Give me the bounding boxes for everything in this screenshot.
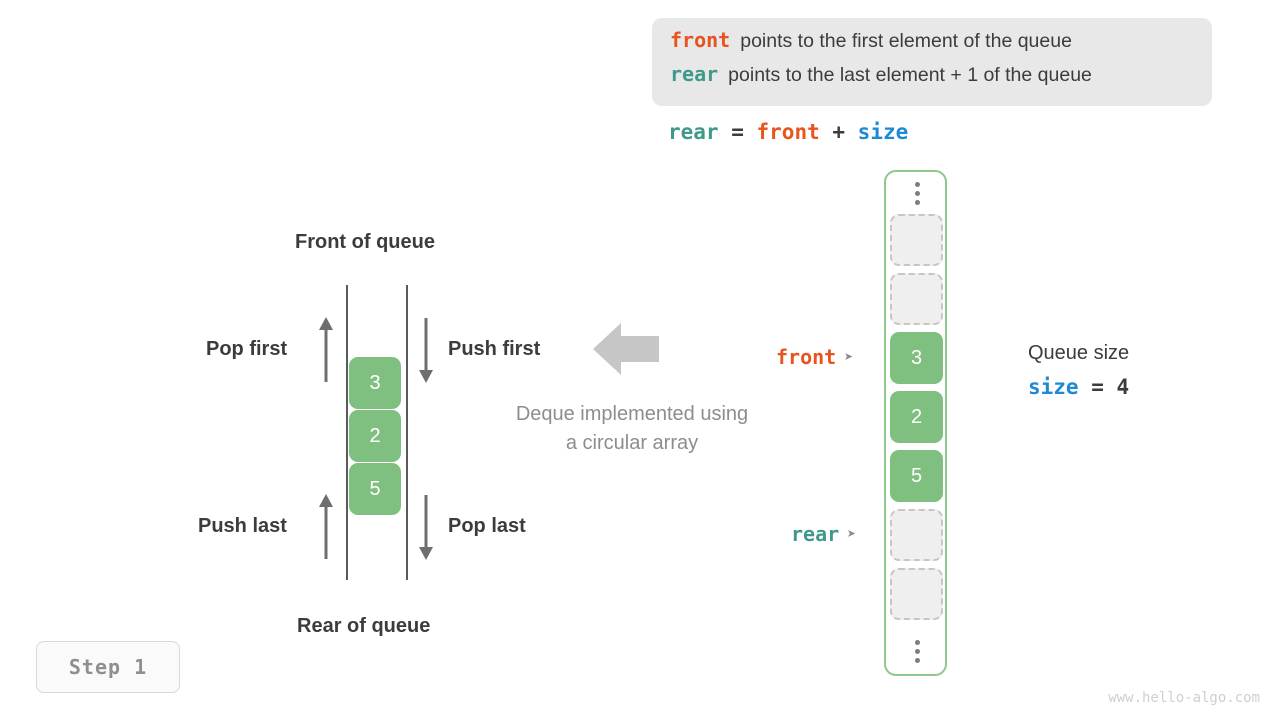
watermark: www.hello-algo.com [1108, 690, 1260, 706]
queue-size-assign: = [1078, 375, 1117, 399]
deque-rail-right [406, 285, 408, 580]
formula-lhs: rear [668, 120, 719, 144]
pointer-front-label: front [776, 345, 837, 369]
formula-plus: + [819, 120, 858, 144]
array-cell-3-value: 2 [910, 405, 923, 428]
formula-equals: = [718, 120, 757, 144]
array-cell-3: 2 [890, 391, 943, 443]
arrow-down-icon-pop-last [419, 495, 433, 560]
op-label-pop-last: Pop last [448, 515, 526, 537]
step-badge: Step 1 [36, 641, 180, 693]
legend-keyword-rear: rear [670, 62, 719, 86]
formula-rear-equals-front-plus-size: rear = front + size [668, 120, 908, 144]
legend-row-front: front points to the first element of the… [670, 28, 1194, 62]
deque-cell-2-value: 5 [369, 477, 381, 500]
op-label-pop-first: Pop first [206, 338, 288, 360]
array-cell-6 [890, 568, 943, 620]
queue-size-title: Queue size [1028, 342, 1130, 364]
array-cell-1 [890, 273, 943, 325]
bottom-ellipsis-icon [886, 630, 949, 672]
center-caption: Deque implemented using a circular array [476, 400, 788, 458]
legend-text-rear: points to the last element + 1 of the qu… [728, 64, 1092, 86]
legend-keyword-front: front [670, 28, 731, 52]
deque-cell-1: 2 [349, 410, 401, 462]
deque-rear-label: Rear of queue [297, 615, 431, 637]
center-caption-line1: Deque implemented using [515, 403, 749, 425]
formula-rhs-size: size [857, 120, 909, 144]
array-cell-5 [890, 509, 943, 561]
arrow-right-icon: ➤ [847, 524, 857, 543]
pointer-front: front ➤ [776, 345, 853, 369]
array-cell-2-value: 3 [910, 346, 923, 369]
deque-rail-left [346, 285, 348, 580]
array-cell-0 [890, 214, 943, 266]
pointer-rear: rear ➤ [791, 522, 856, 546]
arrow-down-icon-push-first [419, 318, 433, 383]
circular-array-column: 3 2 5 [884, 170, 947, 676]
deque-cell-0-value: 3 [369, 371, 381, 394]
deque-cell-1-value: 2 [369, 424, 381, 447]
deque-front-label: Front of queue [295, 231, 435, 253]
top-ellipsis-icon [886, 172, 949, 214]
array-cell-4-value: 5 [910, 464, 923, 487]
arrow-right-icon: ➤ [844, 347, 854, 366]
queue-size-number: 4 [1116, 375, 1130, 399]
queue-size-block: Queue size size = 4 [1028, 342, 1129, 399]
arrow-up-icon-push-last [319, 494, 333, 559]
array-cell-4: 5 [890, 450, 943, 502]
step-badge-label: Step 1 [68, 655, 148, 679]
queue-size-value-row: size = 4 [1028, 375, 1129, 399]
legend-row-rear: rear points to the last element + 1 of t… [670, 62, 1194, 96]
arrow-up-icon-pop-first [319, 317, 333, 382]
deque-cell-2: 5 [349, 463, 401, 515]
array-cell-2: 3 [890, 332, 943, 384]
op-label-push-last: Push last [198, 515, 287, 537]
legend-box: front points to the first element of the… [652, 18, 1212, 106]
deque-cell-0: 3 [349, 357, 401, 409]
pointer-rear-label: rear [791, 522, 840, 546]
formula-rhs-front: front [756, 120, 820, 144]
op-label-push-first: Push first [448, 338, 541, 360]
queue-size-var: size [1028, 375, 1079, 399]
left-arrow-icon [593, 323, 659, 375]
legend-text-front: points to the first element of the queue [740, 30, 1072, 52]
center-caption-line2: a circular array [565, 432, 699, 454]
